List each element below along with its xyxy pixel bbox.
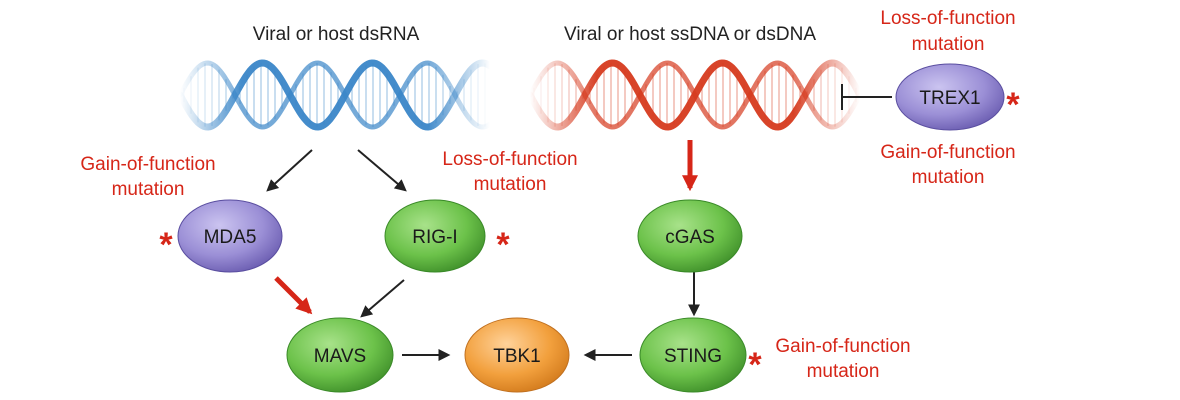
node-tbk1: TBK1 (464, 317, 570, 393)
mutation-label-trex1-gain: Gain-of-function mutation (880, 142, 1015, 188)
node-label: STING (664, 346, 722, 367)
node-rigi: RIG-I (384, 199, 486, 273)
arrow-dsrna-to-rigi (357, 149, 407, 192)
svg-text:Loss-of-function: Loss-of-function (442, 149, 577, 170)
node-label: TBK1 (493, 346, 541, 367)
svg-text:Loss-of-function: Loss-of-function (880, 8, 1015, 29)
mutation-label-sting: Gain-of-function mutation (775, 336, 910, 382)
svg-text:mutation: mutation (112, 179, 185, 200)
node-sting: STING (639, 317, 747, 393)
header-dsrna: Viral or host dsRNA (253, 24, 420, 45)
mutation-label-rigi: Loss-of-function mutation (442, 149, 577, 195)
node-cgas: cGAS (637, 199, 743, 273)
node-label: MDA5 (204, 227, 257, 248)
node-label: cGAS (665, 227, 715, 248)
inhibition-bar-icon (841, 84, 892, 110)
arrow-dsrna-to-mda5 (266, 149, 313, 192)
svg-text:Gain-of-function: Gain-of-function (880, 142, 1015, 163)
node-label: MAVS (314, 346, 366, 367)
svg-text:mutation: mutation (912, 167, 985, 188)
node-mavs: MAVS (286, 317, 394, 393)
mutation-asterisk-rigi: * (496, 226, 510, 264)
svg-text:Gain-of-function: Gain-of-function (80, 154, 215, 175)
arrow-mda5-to-mavs (274, 276, 313, 315)
double-helix-icon (176, 59, 494, 131)
svg-text:mutation: mutation (474, 174, 547, 195)
svg-text:Gain-of-function: Gain-of-function (775, 336, 910, 357)
node-trex1: TREX1 (895, 63, 1005, 131)
mutation-asterisk-trex1: * (1006, 86, 1020, 124)
arrow-rigi-to-mavs (360, 279, 405, 318)
double-helix-icon (526, 59, 864, 131)
node-label: RIG-I (412, 227, 457, 248)
node-label: TREX1 (919, 88, 980, 109)
node-mda5: MDA5 (177, 199, 283, 273)
header-dna: Viral or host ssDNA or dsDNA (564, 24, 816, 45)
svg-text:mutation: mutation (912, 34, 985, 55)
mutation-label-trex1-loss: Loss-of-function mutation (880, 8, 1015, 55)
mutation-asterisk-mda5: * (159, 226, 173, 264)
svg-text:mutation: mutation (807, 361, 880, 382)
mutation-asterisk-sting: * (748, 346, 762, 384)
mutation-label-mda5: Gain-of-function mutation (80, 154, 215, 200)
